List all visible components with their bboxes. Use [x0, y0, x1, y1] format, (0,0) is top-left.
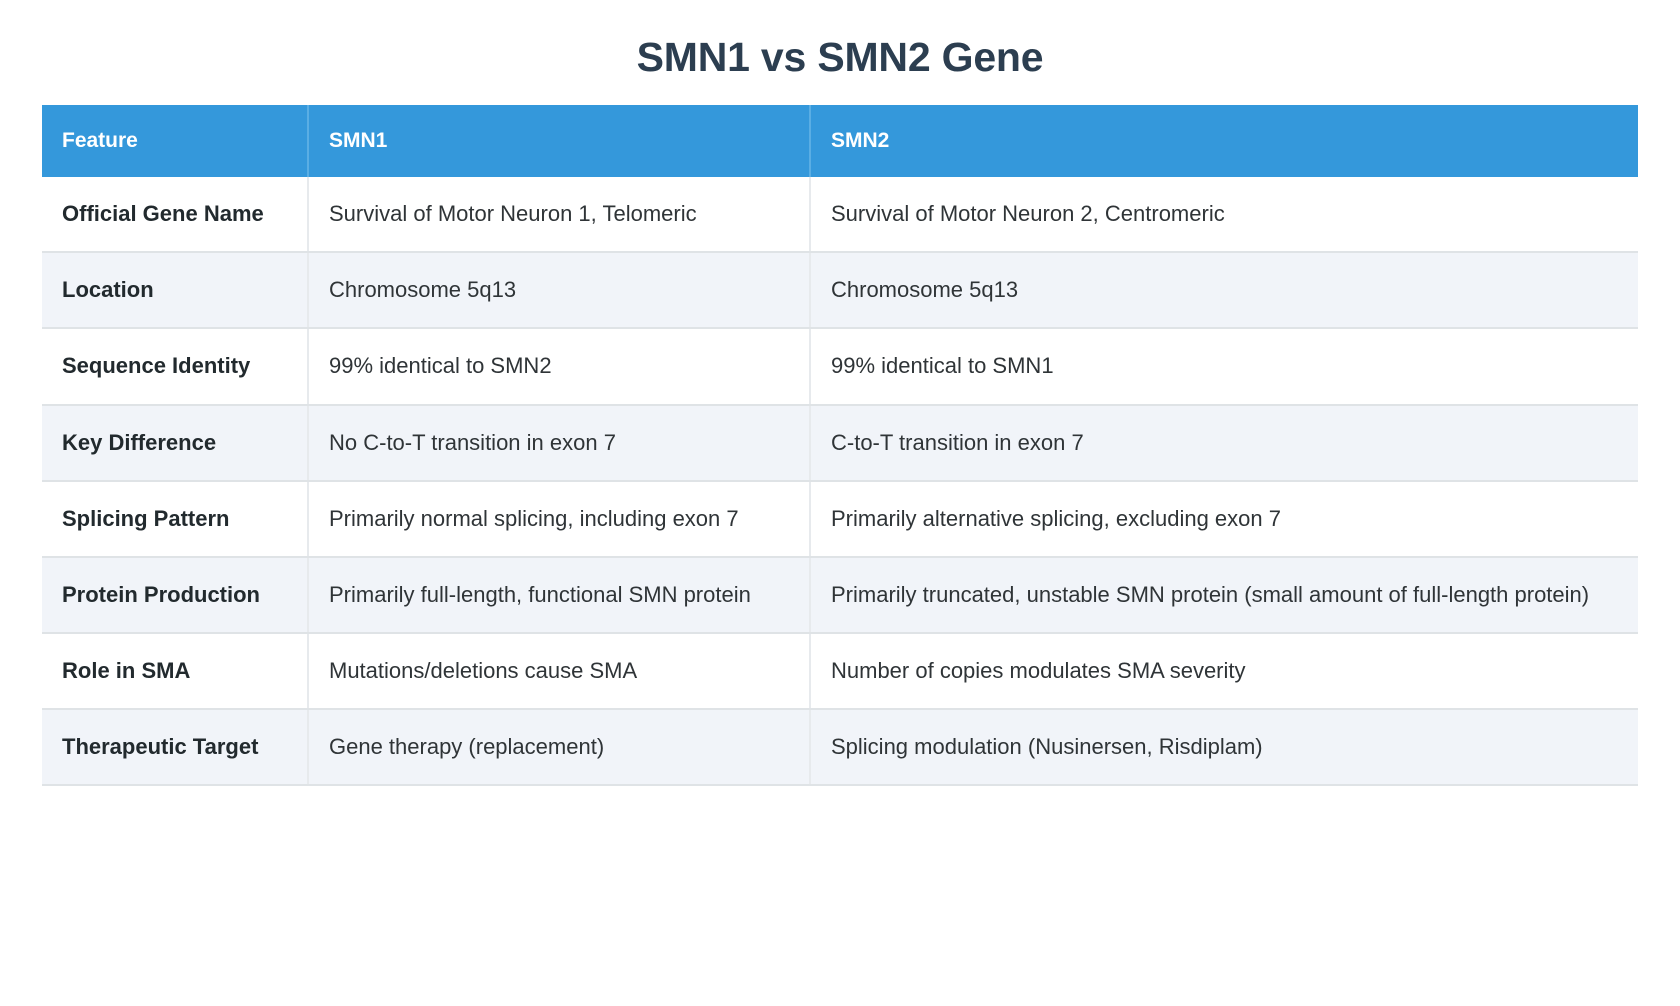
- table-body: Official Gene Name Survival of Motor Neu…: [42, 177, 1638, 787]
- table-row: Location Chromosome 5q13 Chromosome 5q13: [42, 252, 1638, 330]
- table-row: Therapeutic Target Gene therapy (replace…: [42, 708, 1638, 787]
- column-header-smn1: SMN1: [308, 105, 811, 178]
- cell-smn1: Gene therapy (replacement): [308, 708, 811, 787]
- cell-smn1: No C-to-T transition in exon 7: [308, 404, 811, 482]
- comparison-table-container: Feature SMN1 SMN2 Official Gene Name Sur…: [42, 105, 1638, 787]
- cell-feature: Protein Production: [42, 556, 309, 634]
- comparison-table: Feature SMN1 SMN2 Official Gene Name Sur…: [42, 105, 1638, 787]
- cell-smn2: Survival of Motor Neuron 2, Centromeric: [810, 177, 1638, 254]
- table-row: Role in SMA Mutations/deletions cause SM…: [42, 632, 1638, 710]
- page-title: SMN1 vs SMN2 Gene: [636, 34, 1044, 80]
- table-row: Official Gene Name Survival of Motor Neu…: [42, 177, 1638, 254]
- table-row: Sequence Identity 99% identical to SMN2 …: [42, 328, 1638, 406]
- cell-feature: Official Gene Name: [42, 177, 309, 254]
- cell-feature: Key Difference: [42, 404, 309, 482]
- cell-feature: Location: [42, 252, 309, 330]
- table-header-row: Feature SMN1 SMN2: [42, 105, 1638, 178]
- cell-smn2: Chromosome 5q13: [810, 252, 1638, 330]
- cell-smn2: C-to-T transition in exon 7: [810, 404, 1638, 482]
- table-row: Key Difference No C-to-T transition in e…: [42, 404, 1638, 482]
- cell-feature: Splicing Pattern: [42, 480, 309, 558]
- cell-smn2: Number of copies modulates SMA severity: [810, 632, 1638, 710]
- cell-smn1: Primarily full-length, functional SMN pr…: [308, 556, 811, 634]
- table-row: Splicing Pattern Primarily normal splici…: [42, 480, 1638, 558]
- column-header-smn2: SMN2: [810, 105, 1638, 178]
- cell-smn2: Primarily truncated, unstable SMN protei…: [810, 556, 1638, 634]
- table-row: Protein Production Primarily full-length…: [42, 556, 1638, 634]
- table-header: Feature SMN1 SMN2: [42, 105, 1638, 178]
- cell-smn2: Splicing modulation (Nusinersen, Risdipl…: [810, 708, 1638, 787]
- cell-smn1: 99% identical to SMN2: [308, 328, 811, 406]
- cell-smn2: Primarily alternative splicing, excludin…: [810, 480, 1638, 558]
- cell-feature: Sequence Identity: [42, 328, 309, 406]
- cell-smn2: 99% identical to SMN1: [810, 328, 1638, 406]
- cell-smn1: Mutations/deletions cause SMA: [308, 632, 811, 710]
- cell-feature: Therapeutic Target: [42, 708, 309, 787]
- cell-feature: Role in SMA: [42, 632, 309, 710]
- cell-smn1: Survival of Motor Neuron 1, Telomeric: [308, 177, 811, 254]
- cell-smn1: Chromosome 5q13: [308, 252, 811, 330]
- cell-smn1: Primarily normal splicing, including exo…: [308, 480, 811, 558]
- column-header-feature: Feature: [42, 105, 309, 178]
